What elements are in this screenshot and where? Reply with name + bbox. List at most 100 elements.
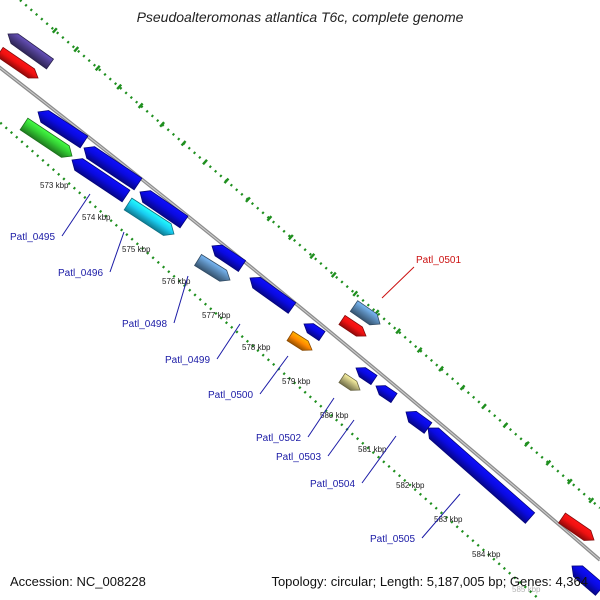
gene-callout-line	[307, 397, 335, 438]
gene-block-top-red-shape	[0, 46, 39, 79]
gene-label-patl-0500: Patl_0500	[208, 390, 253, 401]
ruler-tick-label: 577 kbp	[202, 311, 231, 320]
gene-label-patl-0498: Patl_0498	[122, 319, 167, 330]
genome-backbone-highlight	[0, 67, 600, 561]
ruler-tick-label: 582 kbp	[396, 481, 425, 490]
gene-block-rev-7-shape	[303, 323, 326, 342]
gene-block-rev-5	[211, 244, 247, 272]
ruler-tick-label: 579 kbp	[282, 377, 311, 386]
gene-callout-line	[327, 419, 355, 457]
gene-label-patl-0495: Patl_0495	[10, 232, 55, 243]
gene-block-fwd-steel-shape	[349, 300, 381, 326]
gene-block-rev-orange	[286, 330, 313, 351]
gene-block-rev-cyan	[123, 197, 175, 236]
outer-track-tick	[73, 46, 80, 53]
gene-block-fwd-blue-edge	[571, 565, 600, 596]
gene-label-patl-0501: Patl_0501	[416, 255, 461, 266]
outer-track-tick	[395, 328, 402, 335]
ruler-tick-label: 580 kbp	[320, 411, 349, 420]
outer-track-tick	[438, 365, 444, 372]
gene-block-rev-10	[405, 411, 433, 434]
ruler-tick-label: 583 kbp	[434, 515, 463, 524]
gene-block-rev-7	[303, 323, 326, 342]
gene-callout-line	[173, 275, 189, 324]
gene-block-fwd-red	[338, 314, 367, 337]
gene-block-rev-3-shape	[71, 158, 131, 203]
gene-block-rev-orange-shape	[286, 330, 313, 351]
gene-block-top-purple-shape	[7, 33, 55, 70]
ruler-tick-label: 574 kbp	[82, 213, 111, 222]
gene-block-top-purple	[7, 33, 55, 70]
gene-block-fwd-red-2	[558, 512, 595, 541]
gene-block-top-red	[0, 46, 39, 79]
ruler-tick-label: 578 kbp	[242, 343, 271, 352]
outer-dotted-track	[19, 0, 600, 509]
map-title: Pseudoalteromonas atlantica T6c, complet…	[136, 9, 464, 25]
outer-track-tick	[588, 497, 595, 504]
outer-track-tick	[51, 27, 58, 34]
gene-block-rev-6-shape	[249, 276, 297, 314]
gene-label-patl-0505: Patl_0505	[370, 534, 415, 545]
outer-track-tick	[287, 234, 294, 241]
gene-block-rev-green-shape	[19, 117, 73, 158]
gene-callout-line	[259, 355, 289, 395]
gene-block-rev-6	[249, 276, 297, 314]
gene-block-rev-steel-shape	[194, 253, 231, 282]
outer-track-tick	[481, 403, 487, 410]
outer-track-tick	[94, 65, 101, 72]
outer-track-tick	[266, 215, 273, 222]
outer-track-tick	[223, 177, 230, 184]
gene-label-patl-0496: Patl_0496	[58, 268, 103, 279]
gene-callout-line	[109, 231, 125, 273]
gene-block-rev-cyan-shape	[123, 197, 175, 236]
gene-block-rev-steel	[194, 253, 231, 282]
outer-track-tick	[245, 196, 251, 203]
gene-block-rev-2	[83, 146, 143, 191]
gene-block-fwd-blue-edge-shape	[571, 565, 600, 596]
gene-block-rev-1	[37, 110, 89, 149]
ruler-tick-label: 576 kbp	[162, 277, 191, 286]
gene-block-rev-10-shape	[405, 411, 433, 434]
outer-track-tick	[180, 140, 187, 147]
gene-block-rev-9-shape	[375, 385, 398, 404]
outer-track-tick	[330, 271, 337, 278]
outer-track-tick	[202, 159, 208, 166]
gene-block-fwd-red-2-shape	[558, 512, 595, 541]
gene-block-rev-green	[19, 117, 73, 158]
ruler-tick-label: 573 kbp	[40, 181, 69, 190]
gene-block-fwd-red-shape	[338, 314, 367, 337]
gene-label-patl-0499: Patl_0499	[165, 355, 210, 366]
gene-callout-line	[421, 493, 461, 539]
gene-block-rev-8-shape	[355, 367, 378, 386]
gene-block-rev-1-shape	[37, 110, 89, 149]
ruler-tick-label: 584 kbp	[472, 550, 501, 559]
gene-block-rev-8	[355, 367, 378, 386]
gene-block-rev-4	[139, 190, 189, 229]
gene-block-rev-11	[427, 427, 536, 524]
outer-track-tick	[545, 459, 552, 466]
outer-track-tick	[352, 290, 359, 297]
gene-block-rev-3	[71, 158, 131, 203]
accession-text: Accession: NC_008228	[10, 574, 146, 589]
gene-block-rev-5-shape	[211, 244, 247, 272]
outer-track-tick	[502, 422, 509, 429]
gene-callout-line	[361, 435, 397, 484]
outer-track-tick	[524, 440, 530, 448]
gene-block-rev-2-shape	[83, 146, 143, 191]
outer-track-tick	[416, 346, 423, 354]
genome-summary-text: Topology: circular; Length: 5,187,005 bp…	[271, 574, 588, 589]
gene-block-rev-4-shape	[139, 190, 189, 229]
ruler-tick-label: 585 kbp	[512, 585, 541, 594]
gene-block-rev-11-shape	[427, 427, 536, 524]
gene-callout-line	[216, 323, 241, 360]
outer-track-tick	[566, 478, 573, 485]
gene-block-rev-9	[375, 385, 398, 404]
gene-block-rev-khaki-shape	[338, 372, 361, 391]
inner-dotted-track	[0, 120, 541, 600]
outer-track-tick	[116, 83, 123, 90]
outer-track-tick	[137, 102, 144, 109]
outer-track-tick	[159, 121, 165, 128]
gene-label-patl-0502: Patl_0502	[256, 433, 301, 444]
